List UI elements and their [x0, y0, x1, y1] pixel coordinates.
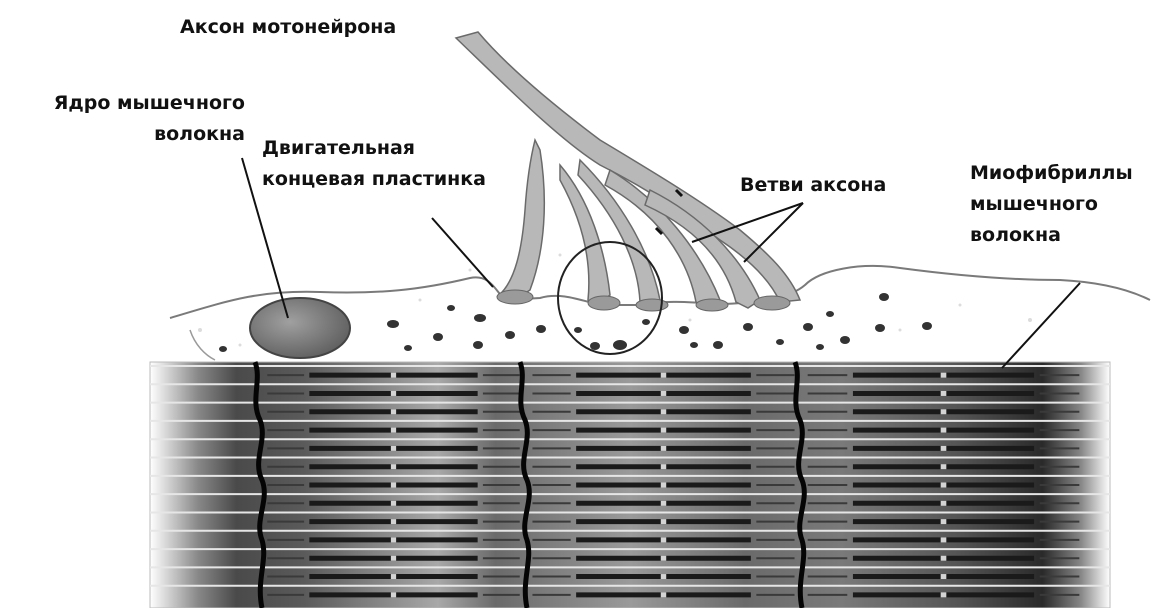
endplate-label-line-1: Двигательная — [262, 133, 486, 164]
sarcoplasm-lower-edge — [190, 330, 215, 360]
myofibrils-label-line-3: волокна — [970, 220, 1133, 251]
nucleus-label: Ядро мышечного волокна — [10, 88, 245, 150]
axon-label: Аксон мотонейрона — [180, 12, 396, 43]
muscle-fiber-nucleus — [250, 298, 350, 358]
myofibrils-label-line-2: мышечного — [970, 189, 1133, 220]
endplate-pointer — [432, 218, 493, 287]
endplate-label-line-2: концевая пластинка — [262, 164, 486, 195]
myofibrils-label: Миофибриллы мышечного волокна — [970, 158, 1133, 251]
nucleus-label-line-1: Ядро мышечного — [10, 88, 245, 119]
nucleus-label-line-2: волокна — [10, 119, 245, 150]
branch-pointer-2 — [744, 203, 803, 262]
axon-label-text: Аксон мотонейрона — [180, 12, 396, 43]
muscle-fiber — [150, 362, 1110, 608]
branches-label: Ветви аксона — [740, 170, 886, 201]
endplate-label: Двигательная концевая пластинка — [262, 133, 486, 195]
myofibrils-label-line-1: Миофибриллы — [970, 158, 1133, 189]
myofibril-pointer — [1002, 283, 1080, 368]
branches-label-text: Ветви аксона — [740, 170, 886, 201]
